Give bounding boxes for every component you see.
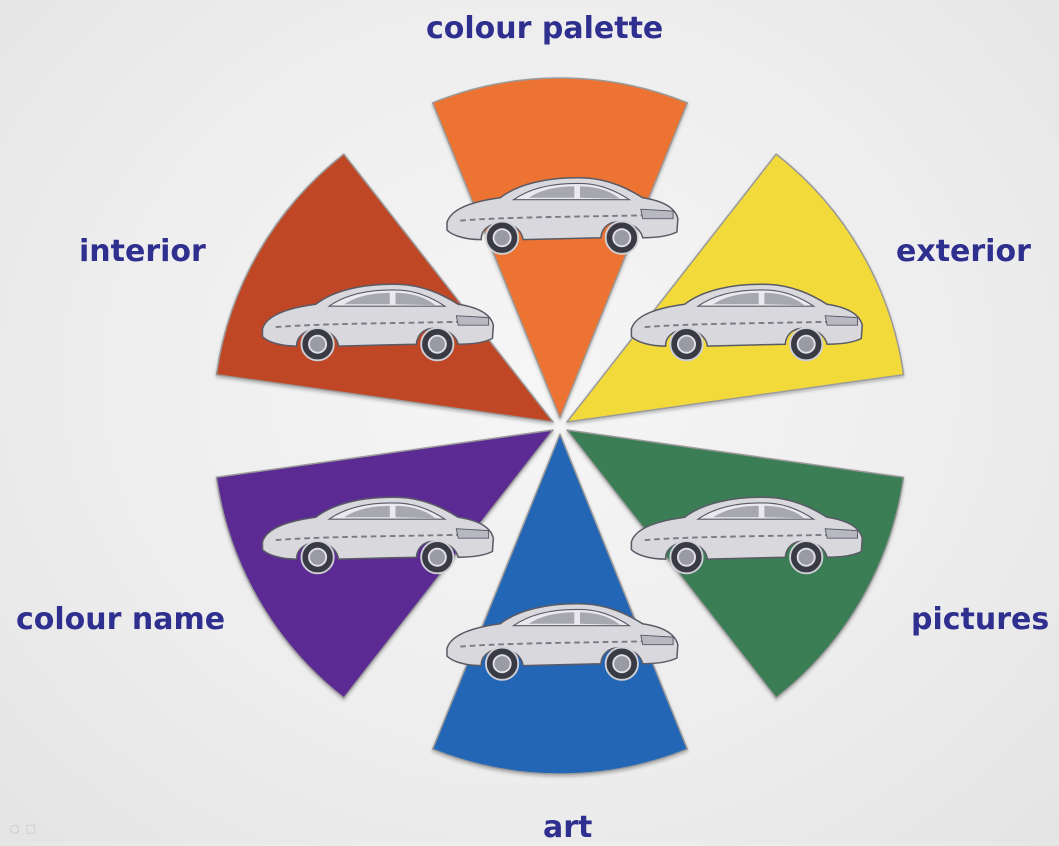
- circle-icon: ○: [10, 822, 26, 835]
- segment-label-pictures[interactable]: pictures: [911, 602, 1049, 638]
- corner-controls: ○□: [10, 822, 42, 835]
- segment-label-art[interactable]: art: [543, 810, 592, 846]
- segment-label-exterior[interactable]: exterior: [896, 234, 1031, 270]
- square-icon: □: [26, 822, 42, 835]
- segment-label-interior[interactable]: interior: [79, 234, 206, 270]
- segment-label-colour-name[interactable]: colour name: [16, 602, 225, 638]
- segment-label-colour-palette[interactable]: colour palette: [426, 11, 663, 47]
